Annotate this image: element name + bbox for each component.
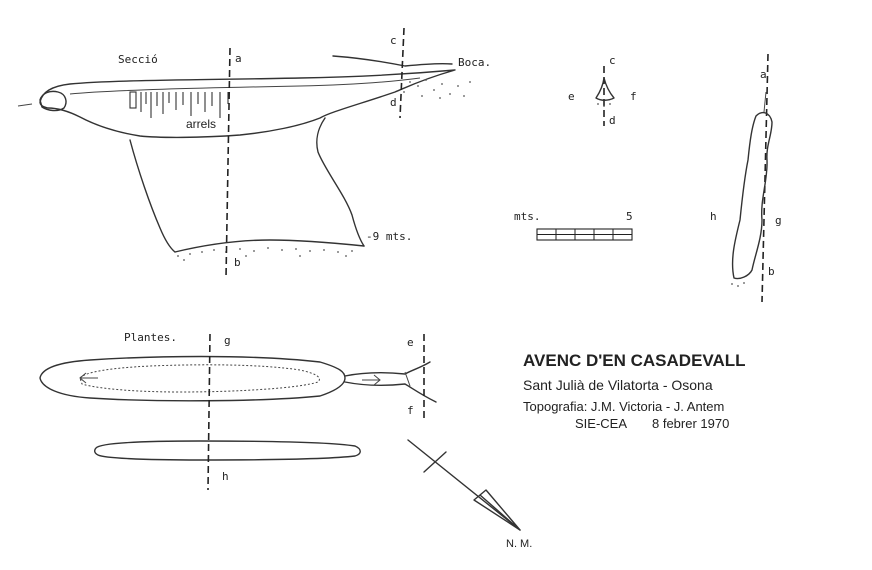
plan-arrow-left xyxy=(79,372,98,384)
scale-bar: mts. 5 xyxy=(514,210,633,241)
longitudinal-section: Secció arrels Boca. xyxy=(17,27,491,279)
cross-label-e: e xyxy=(568,90,575,103)
elevation-outline xyxy=(731,111,773,280)
elevation-label-g: g xyxy=(775,214,782,227)
survey-date: 8 febrer 1970 xyxy=(652,416,729,431)
plan-cut-line-gh xyxy=(207,333,211,491)
north-label: N. M. xyxy=(506,538,532,550)
scale-ticks xyxy=(536,228,633,241)
plan-lower-outline xyxy=(94,440,361,461)
cut-label-b: b xyxy=(234,256,241,269)
elevation-gh: a h g b xyxy=(710,53,782,303)
entrance-label: Boca. xyxy=(458,56,491,69)
plan-entrance-mark xyxy=(404,371,411,387)
cut-line-cd xyxy=(399,27,405,119)
scale-max-label: 5 xyxy=(626,210,633,223)
plan-label-e: e xyxy=(407,336,414,349)
plan-inner-outline xyxy=(79,364,320,393)
plan-label-g: g xyxy=(224,334,231,347)
section-left-tick xyxy=(17,103,33,107)
plan-main-outline xyxy=(39,355,346,402)
plan-label-f: f xyxy=(407,404,414,417)
cross-section-shape xyxy=(595,77,615,101)
entrance-ground-dots xyxy=(403,79,471,99)
cut-label-d: d xyxy=(390,96,397,109)
plan-label: Plantes. xyxy=(124,331,177,344)
survey-credits: Topografia: J.M. Victoria - J. Antem xyxy=(523,399,724,414)
cross-label-f: f xyxy=(630,90,637,103)
north-arrow-shaft xyxy=(407,439,521,531)
north-arrow-crossbar xyxy=(423,451,447,473)
entrance-surface xyxy=(332,55,453,67)
title-block: AVENC D'EN CASADEVALL Sant Julià de Vila… xyxy=(523,351,746,431)
chamber-floor xyxy=(174,239,365,253)
cut-label-c: c xyxy=(390,34,397,47)
depth-label: -9 mts. xyxy=(366,230,412,243)
cross-section-cd: c e f d xyxy=(568,54,637,127)
cross-label-c: c xyxy=(609,54,616,67)
cut-label-a: a xyxy=(235,52,242,65)
section-gallery-outline xyxy=(39,69,456,139)
scale-unit-label: mts. xyxy=(514,210,541,223)
plan-tail-outline xyxy=(344,361,437,403)
roots-marks xyxy=(129,91,229,118)
chamber-left-wall xyxy=(129,139,176,253)
location-text: Sant Julià de Vilatorta - Osona xyxy=(523,377,713,393)
elevation-label-b: b xyxy=(768,265,775,278)
elevation-floor-dots xyxy=(731,282,745,287)
plan-label-h: h xyxy=(222,470,229,483)
elevation-label-a: a xyxy=(760,68,767,81)
section-entrance-blob xyxy=(39,90,67,112)
section-label: Secció xyxy=(118,53,158,66)
club-name: SIE-CEA xyxy=(575,416,627,431)
elevation-label-h: h xyxy=(710,210,717,223)
plan-view: Plantes. g h e f xyxy=(39,331,437,491)
chamber-floor-dots xyxy=(177,247,353,261)
roots-label: arrels xyxy=(186,117,216,131)
chamber-right-wall xyxy=(316,117,365,247)
cave-name: AVENC D'EN CASADEVALL xyxy=(523,351,746,370)
north-arrow: N. M. xyxy=(407,439,532,550)
cross-label-d: d xyxy=(609,114,616,127)
cut-line-ab xyxy=(225,47,231,279)
elevation-cut-line xyxy=(761,53,769,303)
cross-floor-dots xyxy=(597,103,611,107)
section-inner-line xyxy=(69,77,421,95)
plan-arrow-right xyxy=(362,374,381,386)
north-arrow-head xyxy=(473,489,521,531)
elevation-top-tick xyxy=(763,91,767,113)
